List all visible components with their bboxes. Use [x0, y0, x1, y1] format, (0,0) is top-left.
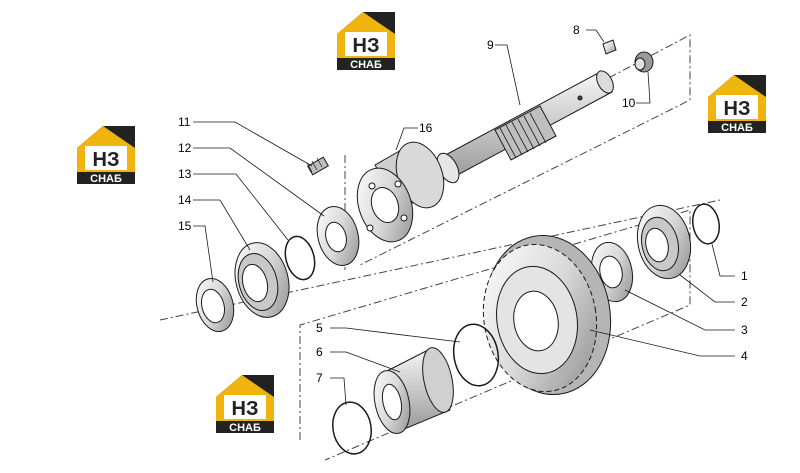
logo-word: СНАБ [350, 59, 382, 71]
logo-mark: НЗ [724, 98, 751, 120]
part-4-gear [482, 234, 612, 396]
callout-11: 11 [178, 115, 191, 129]
part-1-circlip [691, 203, 721, 245]
part-14-bearing [234, 242, 290, 318]
part-6-sleeve [373, 347, 454, 434]
callout-13: 13 [178, 167, 192, 181]
callout-10: 10 [622, 96, 636, 110]
callout-9: 9 [487, 38, 494, 52]
callout-6: 6 [316, 345, 323, 359]
logo-word: СНАБ [721, 122, 753, 134]
watermark-logo-left: НЗ СНАБ [77, 126, 135, 185]
logo-mark: НЗ [232, 398, 259, 420]
callout-2: 2 [741, 295, 748, 309]
logo-mark: НЗ [353, 35, 380, 57]
callout-8: 8 [573, 23, 580, 37]
part-5-o-ring [452, 323, 500, 387]
part-2-bearing [636, 204, 692, 280]
callout-14: 14 [178, 193, 192, 207]
part-13-snap-ring [284, 235, 316, 281]
logo-mark: НЗ [93, 149, 120, 171]
part-9-shaft [436, 70, 614, 184]
part-11-spring [306, 156, 329, 176]
part-12-splined-washer [316, 206, 360, 266]
callout-1: 1 [741, 269, 748, 283]
watermark-logo-bottom: НЗ СНАБ [216, 375, 274, 434]
part-10-nut [634, 51, 654, 73]
logo-word: СНАБ [229, 422, 261, 434]
watermark-logo-right: НЗ СНАБ [708, 75, 766, 134]
watermark-logo-top: НЗ СНАБ [337, 12, 395, 71]
part-8-pin [602, 39, 617, 55]
callout-16: 16 [419, 121, 433, 135]
callout-12: 12 [178, 141, 192, 155]
part-15-race [195, 278, 235, 332]
callout-labels: 11 12 13 14 15 16 9 8 10 1 2 3 4 5 6 7 [178, 23, 748, 385]
callout-5: 5 [316, 321, 323, 335]
logo-word: СНАБ [90, 173, 122, 185]
callout-7: 7 [316, 371, 323, 385]
callout-4: 4 [741, 349, 748, 363]
part-7-ring [332, 401, 372, 455]
part-16-hub [356, 141, 445, 243]
leader-lines [193, 29, 735, 406]
callout-15: 15 [178, 219, 192, 233]
callout-3: 3 [741, 323, 748, 337]
